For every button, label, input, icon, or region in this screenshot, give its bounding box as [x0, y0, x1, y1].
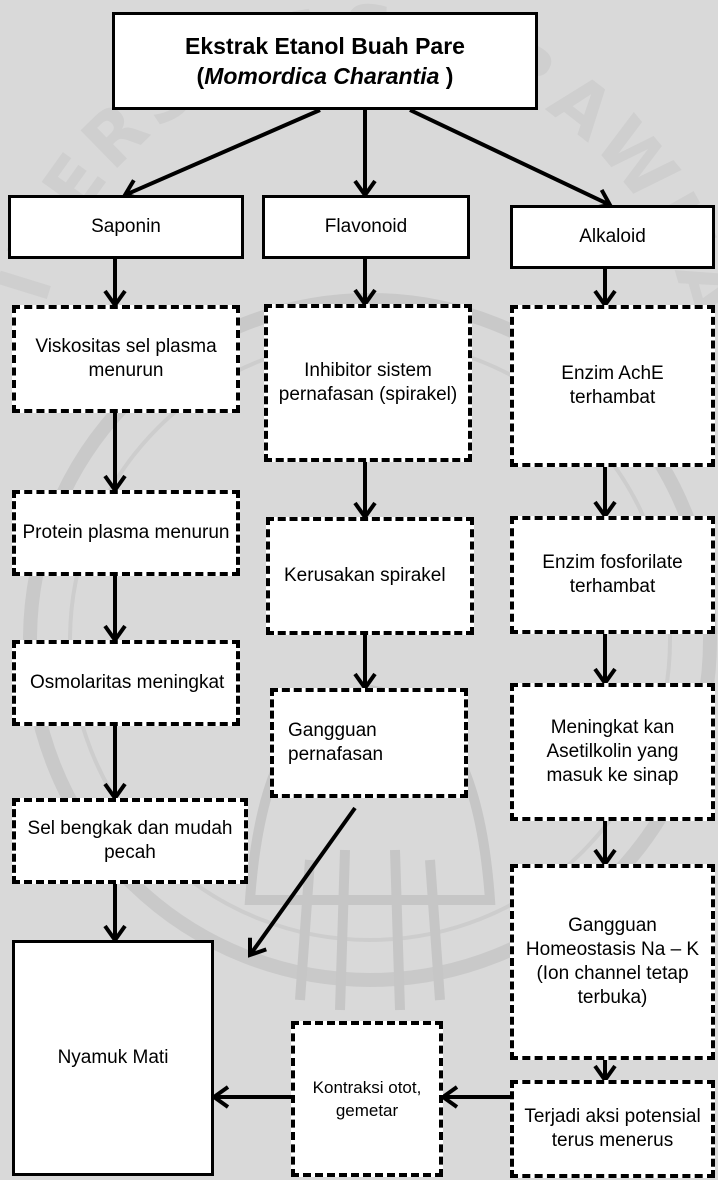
arrow-flavonoid-step-2-to-3: [353, 635, 377, 692]
kontraksi-box: Kontraksi otot, gemetar: [291, 1021, 443, 1177]
arrow-saponin-step-1-to-2: [103, 413, 127, 494]
arrow-alkaloid-to-step-1: [593, 269, 617, 309]
outcome-box: Nyamuk Mati: [12, 940, 214, 1176]
arrow-alkaloid-step-2-to-3: [593, 634, 617, 687]
arrow-title-to-alkaloid: [409, 108, 614, 210]
title-species: Momordica Charantia: [204, 63, 446, 89]
alkaloid-step-3: Meningkat kan Asetilkolin yang masuk ke …: [510, 683, 715, 821]
saponin-step-1: Viskositas sel plasma menurun: [12, 305, 240, 413]
alkaloid-step-2: Enzim fosforilate terhambat: [510, 516, 715, 634]
alkaloid-step-4: Gangguan Homeostasis Na – K (Ion channel…: [510, 864, 715, 1060]
arrow-flavonoid-to-step-1: [353, 259, 377, 308]
saponin-step-2: Protein plasma menurun: [12, 490, 240, 576]
arrow-flavonoid-step-3-to-outcome: [248, 806, 357, 958]
title-line-1: Ekstrak Etanol Buah Pare: [185, 33, 465, 59]
arrow-saponin-step-2-to-3: [103, 576, 127, 644]
saponin-step-4: Sel bengkak dan mudah pecah: [12, 798, 248, 884]
alkaloid-box: Alkaloid: [510, 205, 715, 269]
alkaloid-step-1: Enzim AchE terhambat: [510, 305, 715, 467]
arrow-saponin-step-3-to-4: [103, 726, 127, 802]
flavonoid-step-3: Gangguan pernafasan: [270, 688, 468, 798]
arrow-alkaloid-step-5-to-kontraksi: [439, 1085, 510, 1109]
arrow-saponin-to-step-1: [103, 259, 127, 309]
alkaloid-step-5: Terjadi aksi potensial terus menerus: [510, 1080, 715, 1178]
arrow-title-to-flavonoid: [353, 110, 377, 199]
arrow-flavonoid-step-1-to-2: [353, 462, 377, 521]
title-box: Ekstrak Etanol Buah Pare (Momordica Char…: [112, 12, 538, 110]
saponin-step-3: Osmolaritas meningkat: [12, 640, 240, 726]
flavonoid-step-2: Kerusakan spirakel: [266, 517, 474, 635]
arrow-title-to-saponin: [121, 108, 321, 201]
flavonoid-step-1: Inhibitor sistem pernafasan (spirakel): [264, 304, 472, 462]
arrow-saponin-step-4-to-outcome: [103, 884, 127, 944]
flavonoid-box: Flavonoid: [262, 195, 470, 259]
saponin-box: Saponin: [8, 195, 244, 259]
title-line-2: (Momordica Charantia ): [196, 63, 454, 89]
arrow-alkaloid-step-1-to-2: [593, 467, 617, 520]
arrow-kontraksi-to-outcome: [210, 1085, 291, 1109]
arrow-alkaloid-step-4-to-5: [593, 1060, 617, 1084]
arrow-alkaloid-step-3-to-4: [593, 821, 617, 868]
